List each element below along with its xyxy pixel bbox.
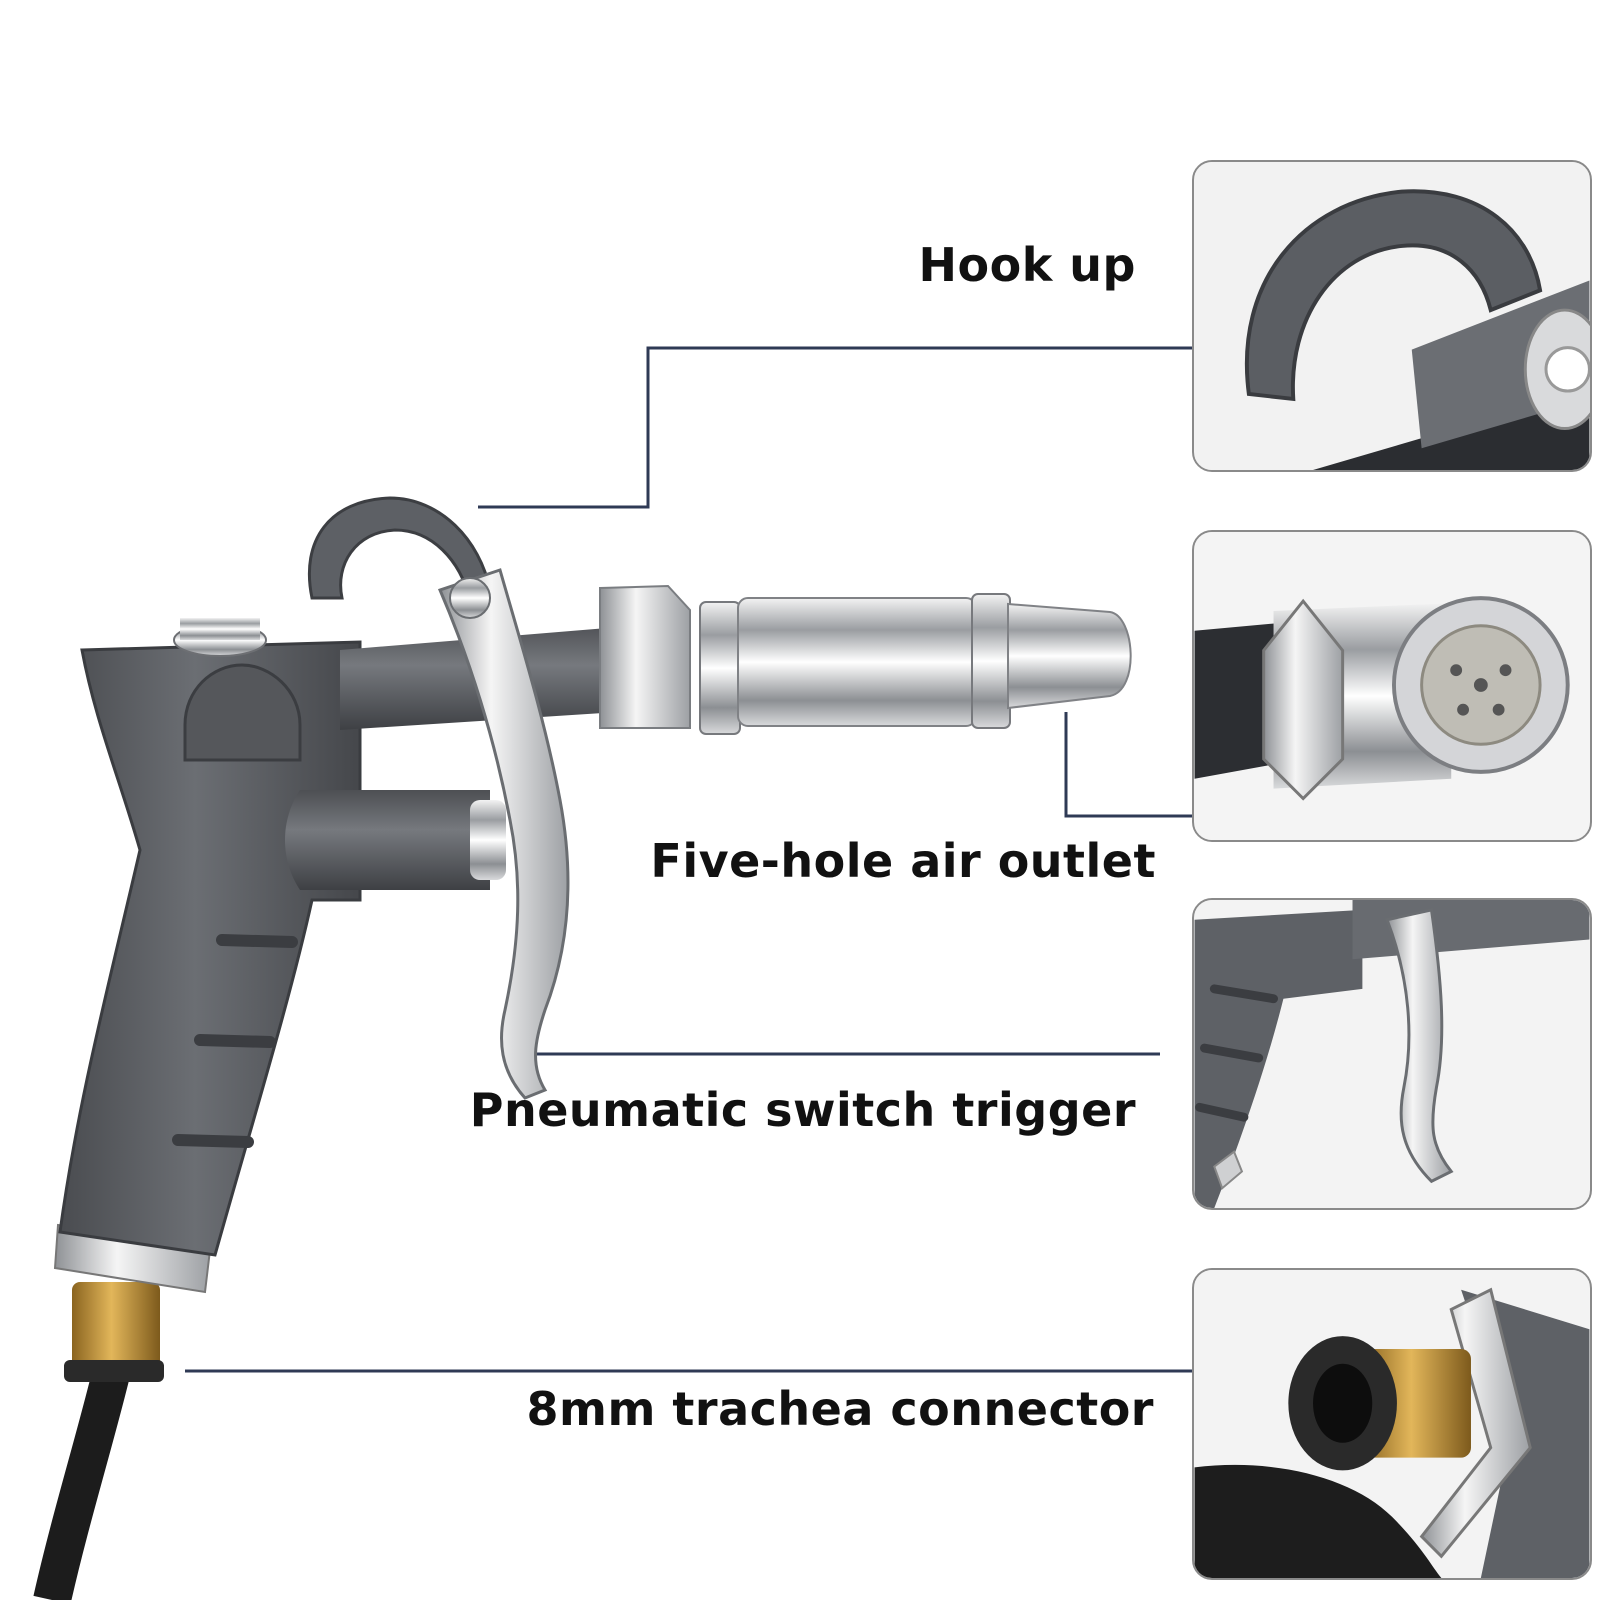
connector-closeup-image xyxy=(1194,1270,1590,1578)
hook-closeup-image xyxy=(1194,162,1590,470)
extension-tube xyxy=(737,597,977,727)
detail-panel-hook xyxy=(1192,160,1592,472)
outlet-closeup-image xyxy=(1194,532,1590,840)
hex-nut xyxy=(699,601,741,735)
grip-grooves xyxy=(172,934,298,1148)
leader-line-hook xyxy=(478,346,1192,509)
lower-tube-cap xyxy=(470,800,506,880)
leader-lines xyxy=(185,346,1192,1373)
callout-trigger: Pneumatic switch trigger xyxy=(469,1083,1136,1137)
callout-air-outlet: Five-hole air outlet xyxy=(650,834,1156,888)
detail-panel-connector xyxy=(1192,1268,1592,1580)
trigger-lever xyxy=(437,568,570,1100)
handle-emblem xyxy=(183,663,302,762)
leader-line-outlet xyxy=(1064,712,1192,818)
detail-panel-outlet xyxy=(1192,530,1592,842)
air-hose xyxy=(33,1365,131,1600)
detail-panel-trigger xyxy=(1192,898,1592,1210)
lower-air-tube xyxy=(285,790,490,890)
gun-handle xyxy=(58,640,362,1257)
coupling-nut xyxy=(971,593,1011,729)
trigger-closeup-image xyxy=(1194,900,1590,1208)
nozzle-tip xyxy=(1007,602,1132,710)
callout-hook-up: Hook up xyxy=(918,238,1136,292)
nozzle-bracket xyxy=(599,584,691,729)
brass-fitting xyxy=(72,1282,160,1377)
trigger-pivot xyxy=(449,577,491,619)
callout-connector: 8mm trachea connector xyxy=(526,1382,1154,1436)
